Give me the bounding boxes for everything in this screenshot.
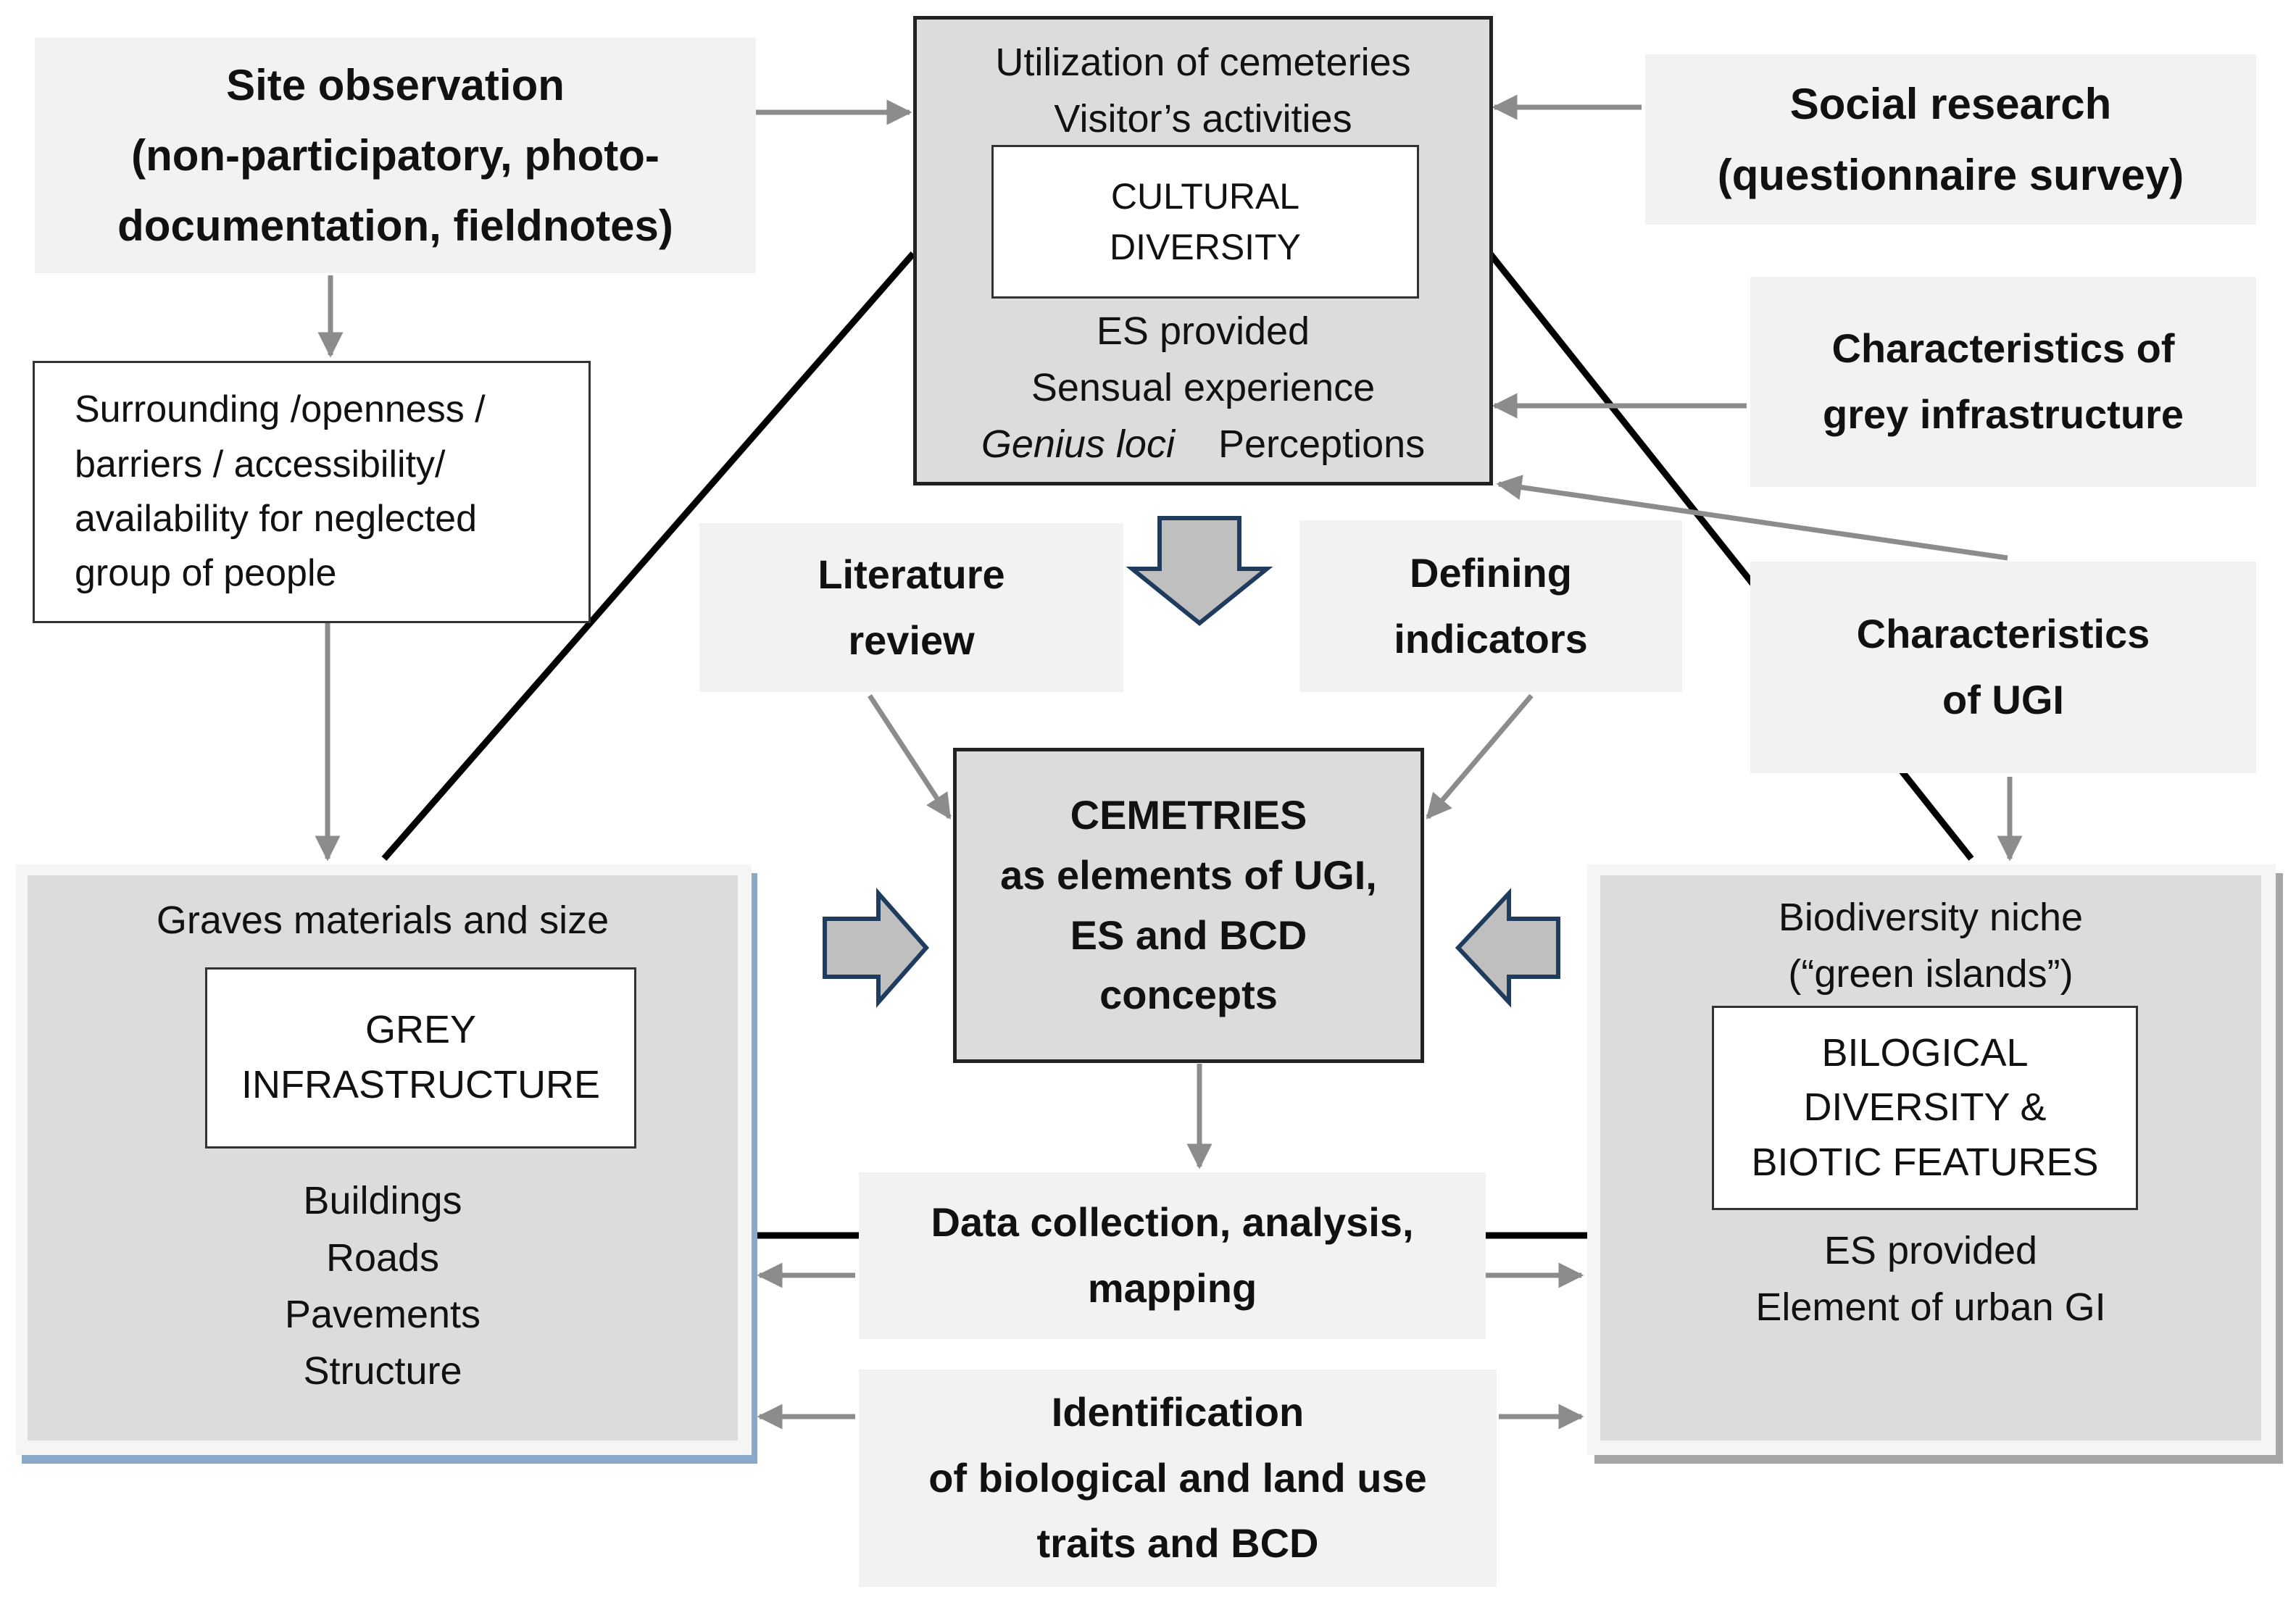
surrounding-line: availability for neglected — [75, 498, 477, 540]
grey-block-item: Structure — [303, 1349, 462, 1393]
literature-review-box: Literature review — [699, 523, 1123, 692]
block-arrow-down — [1126, 516, 1273, 626]
utilization-line: ES provided — [1096, 309, 1310, 353]
defining-indicators-line: Defining — [1410, 549, 1572, 596]
utilization-line: Visitor’s activities — [1054, 97, 1352, 141]
bio-block-title-line: Biodiversity niche — [1778, 895, 2084, 939]
data-collection-box: Data collection, analysis, mapping — [859, 1172, 1486, 1339]
data-collection-line: mapping — [1087, 1265, 1257, 1311]
grey-characteristics-box: Characteristics of grey infrastructure — [1750, 277, 2256, 487]
arrow — [1496, 475, 2008, 561]
cemeteries-line: ES and BCD — [1070, 912, 1307, 958]
ugi-characteristics-box: Characteristics of UGI — [1750, 562, 2256, 773]
arrow — [1426, 693, 1534, 820]
identification-line: of biological and land use — [928, 1454, 1427, 1501]
connector-line — [381, 251, 916, 861]
defining-indicators-box: Defining indicators — [1299, 520, 1682, 692]
defining-indicators-line: indicators — [1394, 615, 1588, 662]
ugi-characteristics-line: of UGI — [1942, 677, 2064, 722]
site-observation-line: (non-participatory, photo- — [131, 130, 660, 180]
utilization-last-line: Genius loci Perceptions — [981, 416, 1425, 472]
grey-block-item: Buildings — [303, 1179, 462, 1223]
grey-characteristics-line: grey infrastructure — [1823, 391, 2184, 437]
grey-block-item: Pavements — [284, 1293, 481, 1336]
social-research-line: Social research — [1789, 80, 2112, 129]
biological-diversity-line: BILOGICAL — [1821, 1030, 2029, 1075]
grey-block-items: Buildings Roads Pavements Structure — [28, 1167, 738, 1406]
biological-diversity-line: DIVERSITY & — [1803, 1085, 2047, 1130]
utilization-top-text: Utilization of cemeteries Visitor’s acti… — [917, 33, 1489, 149]
identification-line: traits and BCD — [1036, 1520, 1319, 1567]
utilization-bottom-text: ES provided Sensual experience Genius lo… — [917, 301, 1489, 475]
utilization-line: Sensual experience — [1031, 365, 1376, 409]
bio-block-bottom-line: ES provided — [1823, 1228, 2038, 1272]
site-observation-line: documentation, fieldnotes) — [117, 201, 673, 251]
bio-block-title: Biodiversity niche (“green islands”) — [1600, 888, 2261, 1004]
cultural-diversity-line: DIVERSITY — [1110, 227, 1301, 267]
social-research-box: Social research (questionnaire survey) — [1645, 54, 2256, 225]
cemeteries-line: CEMETRIES — [1070, 791, 1307, 838]
grey-block-title: Graves materials and size — [156, 898, 610, 942]
literature-review-line: Literature — [818, 551, 1005, 597]
surrounding-box: Surrounding /openness / barriers / acces… — [33, 361, 591, 623]
biological-diversity-line: BIOTIC FEATURES — [1751, 1140, 2099, 1184]
site-observation-line: Site observation — [226, 60, 565, 109]
identification-box: Identification of biological and land us… — [859, 1370, 1497, 1587]
grey-infrastructure-line: INFRASTRUCTURE — [241, 1063, 600, 1106]
data-collection-line: Data collection, analysis, — [931, 1199, 1414, 1246]
cemeteries-line: concepts — [1099, 972, 1278, 1018]
site-observation-box: Site observation (non-participatory, pho… — [35, 38, 756, 273]
block-arrow-left — [1455, 888, 1560, 1008]
perceptions-text: Perceptions — [1218, 422, 1426, 467]
genius-loci-text: Genius loci — [981, 422, 1175, 467]
ugi-characteristics-line: Characteristics — [1856, 611, 2150, 657]
arrow — [868, 694, 952, 820]
literature-review-line: review — [848, 617, 975, 663]
cultural-diversity-line: CULTURAL — [1110, 176, 1300, 217]
cemeteries-box: CEMETRIES as elements of UGI, ES and BCD… — [953, 748, 1424, 1063]
social-research-line: (questionnaire survey) — [1717, 150, 2184, 199]
bio-block-bottom-line: Element of urban GI — [1755, 1285, 2106, 1329]
biological-diversity-box: BILOGICAL DIVERSITY & BIOTIC FEATURES — [1712, 1006, 2138, 1210]
bio-block-title-line: (“green islands”) — [1788, 952, 2074, 996]
identification-line: Identification — [1051, 1388, 1305, 1435]
grey-block-item: Roads — [325, 1235, 440, 1280]
grey-characteristics-line: Characteristics of — [1831, 325, 2175, 372]
bio-block-bottom: ES provided Element of urban GI — [1600, 1217, 2261, 1341]
surrounding-line: barriers / accessibility/ — [75, 443, 446, 485]
cemeteries-line: as elements of UGI, — [1000, 851, 1377, 898]
utilization-line: Utilization of cemeteries — [995, 40, 1411, 84]
surrounding-line: group of people — [75, 552, 337, 595]
cultural-diversity-box: CULTURAL DIVERSITY — [991, 145, 1419, 299]
surrounding-line: Surrounding /openness / — [75, 388, 486, 431]
grey-infrastructure-line: GREY — [365, 1008, 477, 1052]
grey-infrastructure-box: GREY INFRASTRUCTURE — [205, 967, 636, 1148]
block-arrow-right — [823, 888, 929, 1008]
